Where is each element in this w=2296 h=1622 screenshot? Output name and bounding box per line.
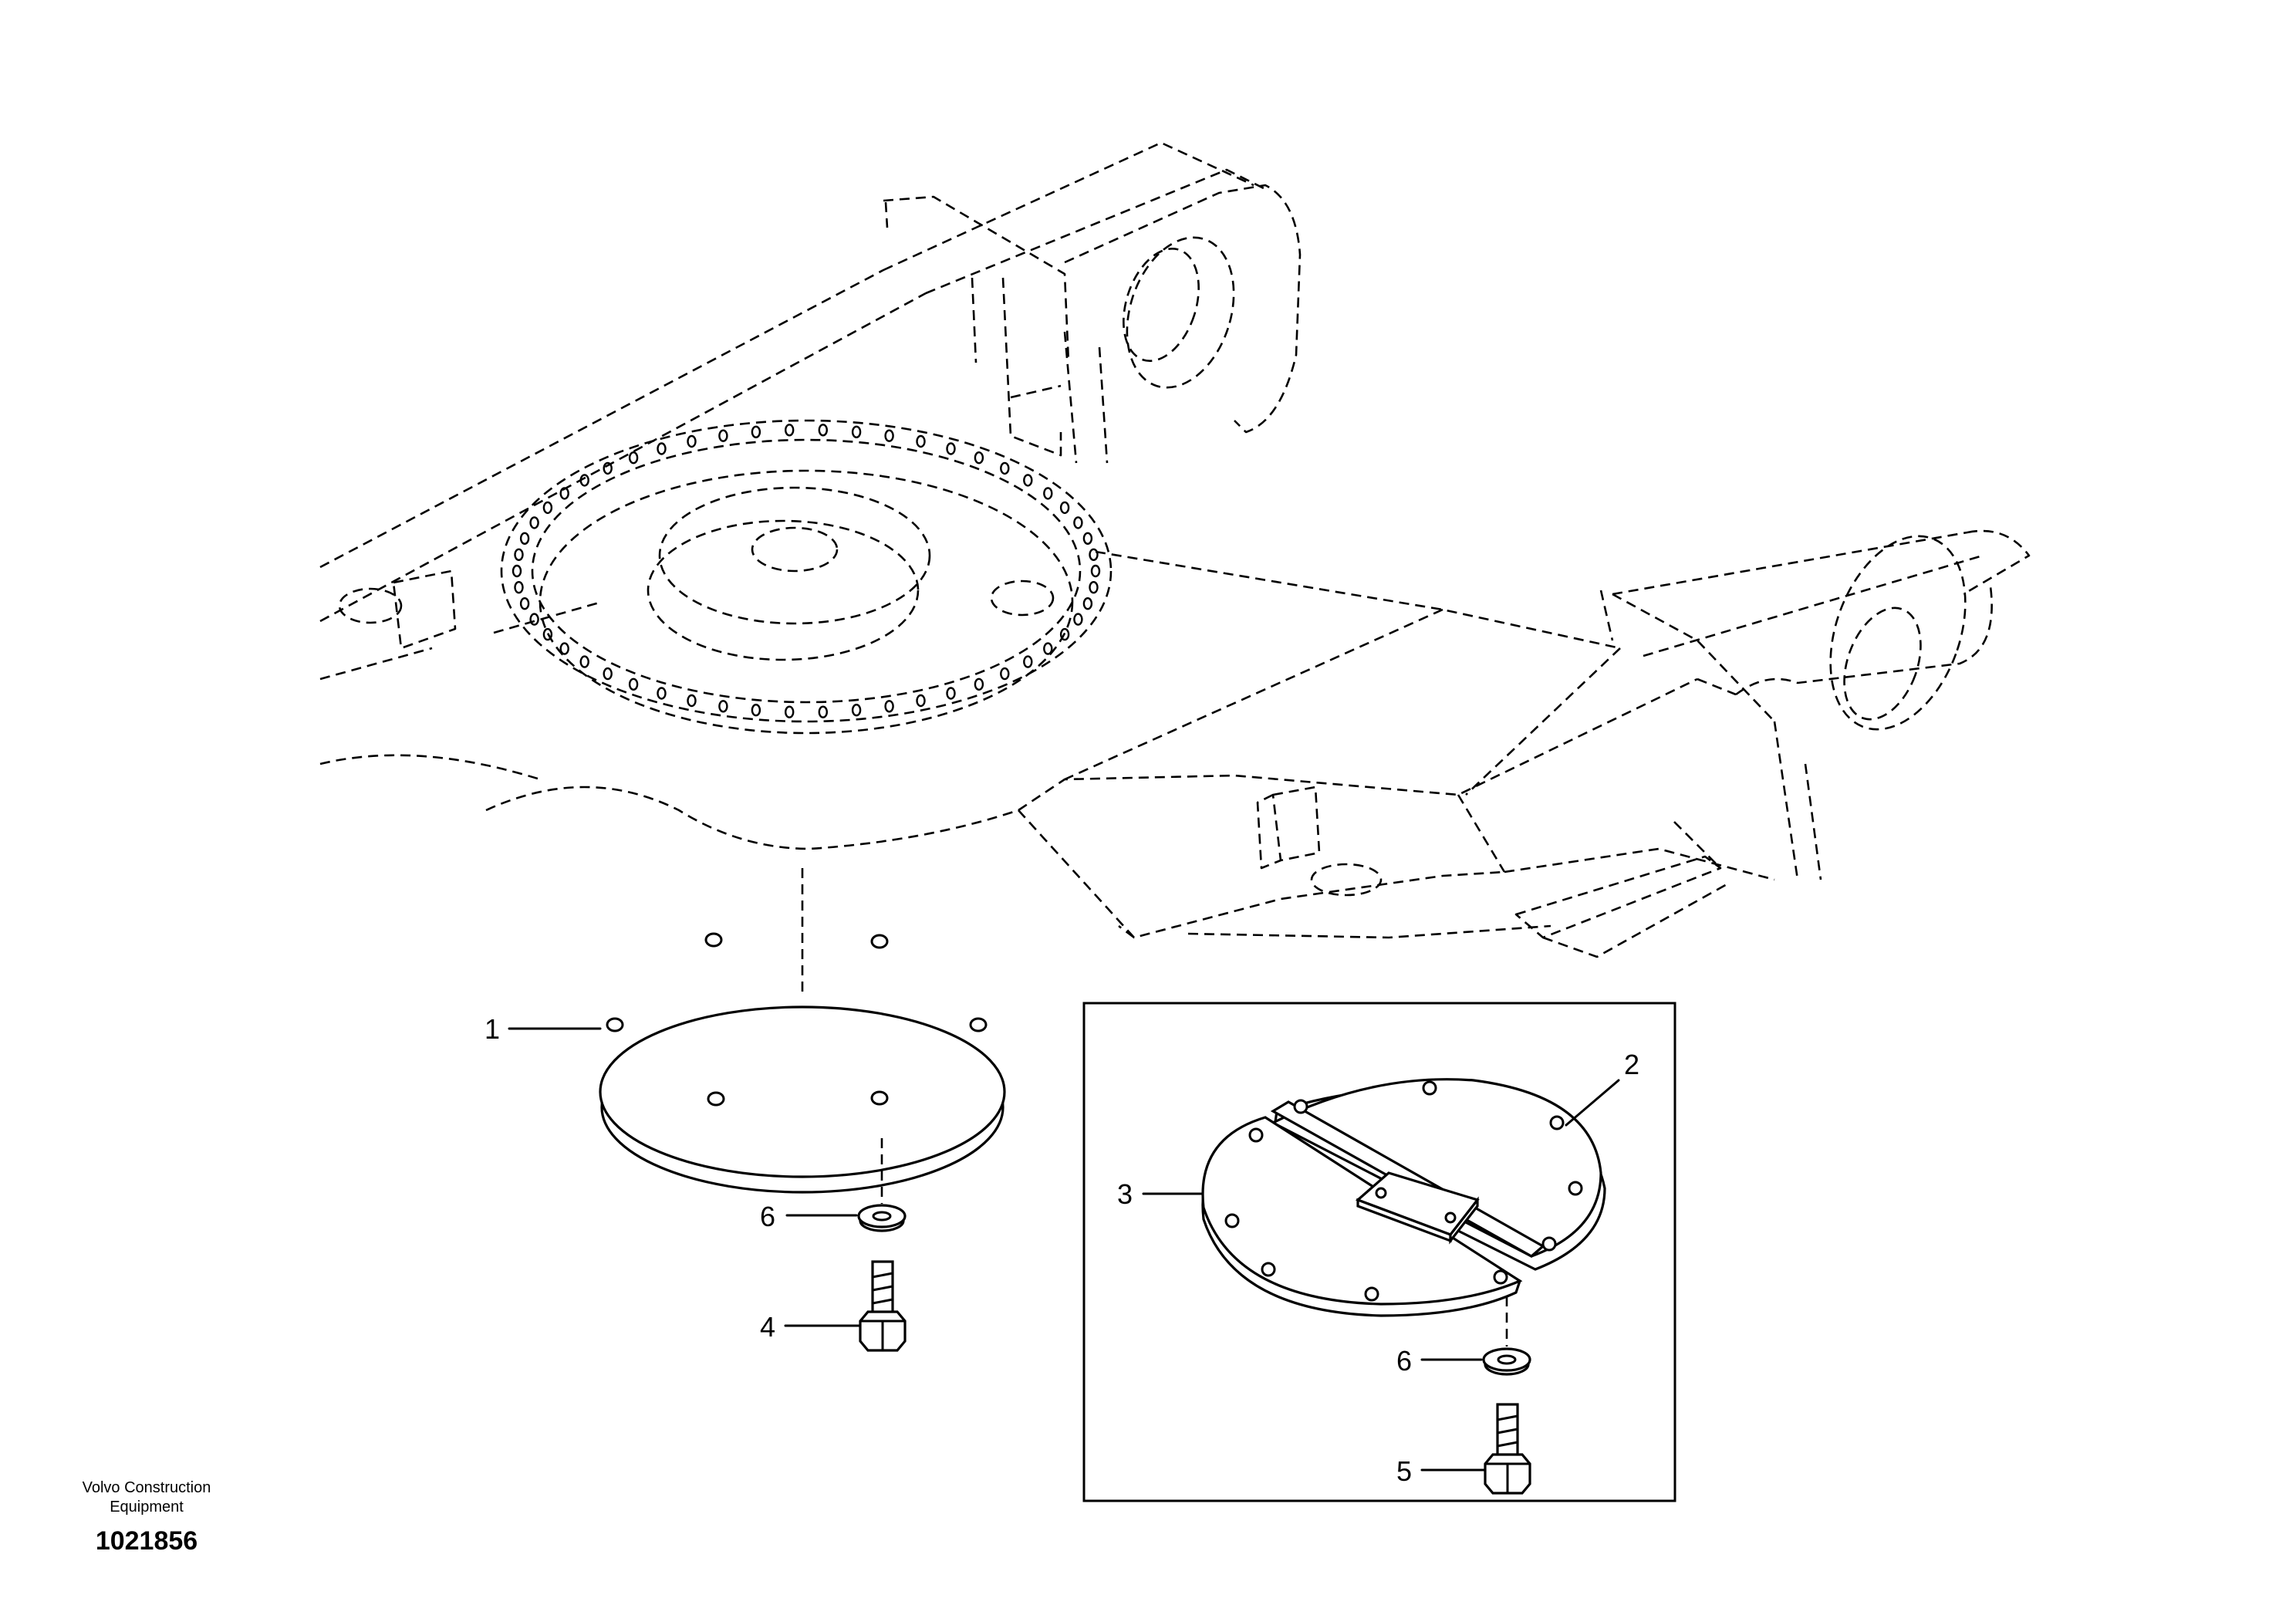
ring-bolt-hole [559,642,569,655]
ring-bolt-hole [1073,613,1083,626]
callout-6-main: 6 [760,1201,775,1232]
ring-bolt-hole [884,429,894,442]
ring-bolt-hole [1090,564,1101,578]
ring-bolt-hole [785,705,795,718]
ring-bolt-hole [1023,474,1033,487]
ring-bolt-hole [1000,667,1010,681]
ring-bolt-hole [818,424,829,437]
ring-bolt-hole [542,501,553,515]
ring-bolt-hole [1043,487,1053,500]
ring-bolt-hole [559,487,569,500]
ring-bolt-hole [751,425,761,438]
plate-bolt-hole [870,1090,889,1106]
ring-bolt-hole [916,434,926,448]
ring-bolt-hole [974,678,984,691]
ring-bolt-hole [519,597,530,610]
ring-bolt-hole [687,694,697,708]
ring-bolt-hole [529,613,539,626]
undercarriage-frame [319,141,2031,995]
ring-bolt-hole [851,704,862,717]
plate-bolt-hole [704,932,723,948]
ring-bolt-hole [718,700,728,713]
ring-bolt-hole [512,564,522,578]
ring-bolt-hole [519,532,530,545]
ring-bolt-hole [1043,642,1053,655]
plate-bolt-hole [606,1017,624,1032]
ring-bolt-hole [628,678,639,691]
ring-bolt-hole [603,461,613,475]
ring-bolt-hole [687,434,697,448]
ring-bolt-hole [1059,501,1070,515]
ring-bolt-hole [974,451,984,465]
leader-line-2 [1565,1079,1620,1127]
callout-1: 1 [485,1013,500,1045]
ring-bolt-hole [1023,655,1033,668]
cover-plate-half-right [1270,1078,1606,1271]
ring-bolt-hole [542,627,553,641]
ring-bolt-hole [1082,597,1093,610]
plate-bolt-hole [870,934,889,949]
ring-bolt-hole [529,516,539,529]
plate-bolt-hole [969,1017,988,1032]
washer-inset [1482,1347,1531,1376]
ring-bolt-hole [1089,548,1099,561]
ring-bolt-hole [628,451,639,465]
callout-6-inset: 6 [1396,1345,1412,1377]
ring-bolt-hole [946,442,956,455]
ring-bolt-hole [603,667,613,681]
slewing-ring [500,419,1113,735]
ring-bolt-hole [718,429,728,442]
ring-bolt-hole [657,687,667,700]
bolt-main [859,1260,907,1352]
cover-plate-half-left [1201,1116,1523,1317]
ring-bolt-hole [916,694,926,708]
ring-bolt-hole [1000,461,1010,475]
ring-bolt-hole [1073,516,1083,529]
ring-bolt-hole [751,704,761,717]
ring-bolt-hole [579,474,589,487]
ring-bolt-hole [946,687,956,700]
bolt-inset [1484,1403,1531,1495]
washer-main [857,1204,907,1232]
detail-inset-box [1082,1002,1676,1502]
ring-bolt-hole [1059,627,1070,641]
callout-3: 3 [1117,1178,1133,1210]
ring-bolt-hole [851,425,862,438]
cover-plate-main [599,932,1006,1194]
ring-bolt-hole [1089,581,1099,594]
ring-bolt-hole [579,655,589,668]
ring-bolt-hole [514,548,524,561]
drawing-number: 1021856 [95,1526,198,1556]
callout-2: 2 [1624,1049,1639,1080]
ring-bolt-hole [785,424,795,437]
callout-4: 4 [760,1311,775,1343]
ring-bolt-hole [657,442,667,455]
company-name: Volvo Construction Equipment [82,1479,211,1516]
ring-bolt-hole [884,700,894,713]
ring-bolt-hole [1082,532,1093,545]
ring-bolt-hole [514,581,524,594]
plate-bolt-hole [707,1091,725,1107]
ring-bolt-hole [818,705,829,718]
joint-strap [1355,1171,1480,1245]
callout-5: 5 [1396,1455,1412,1487]
